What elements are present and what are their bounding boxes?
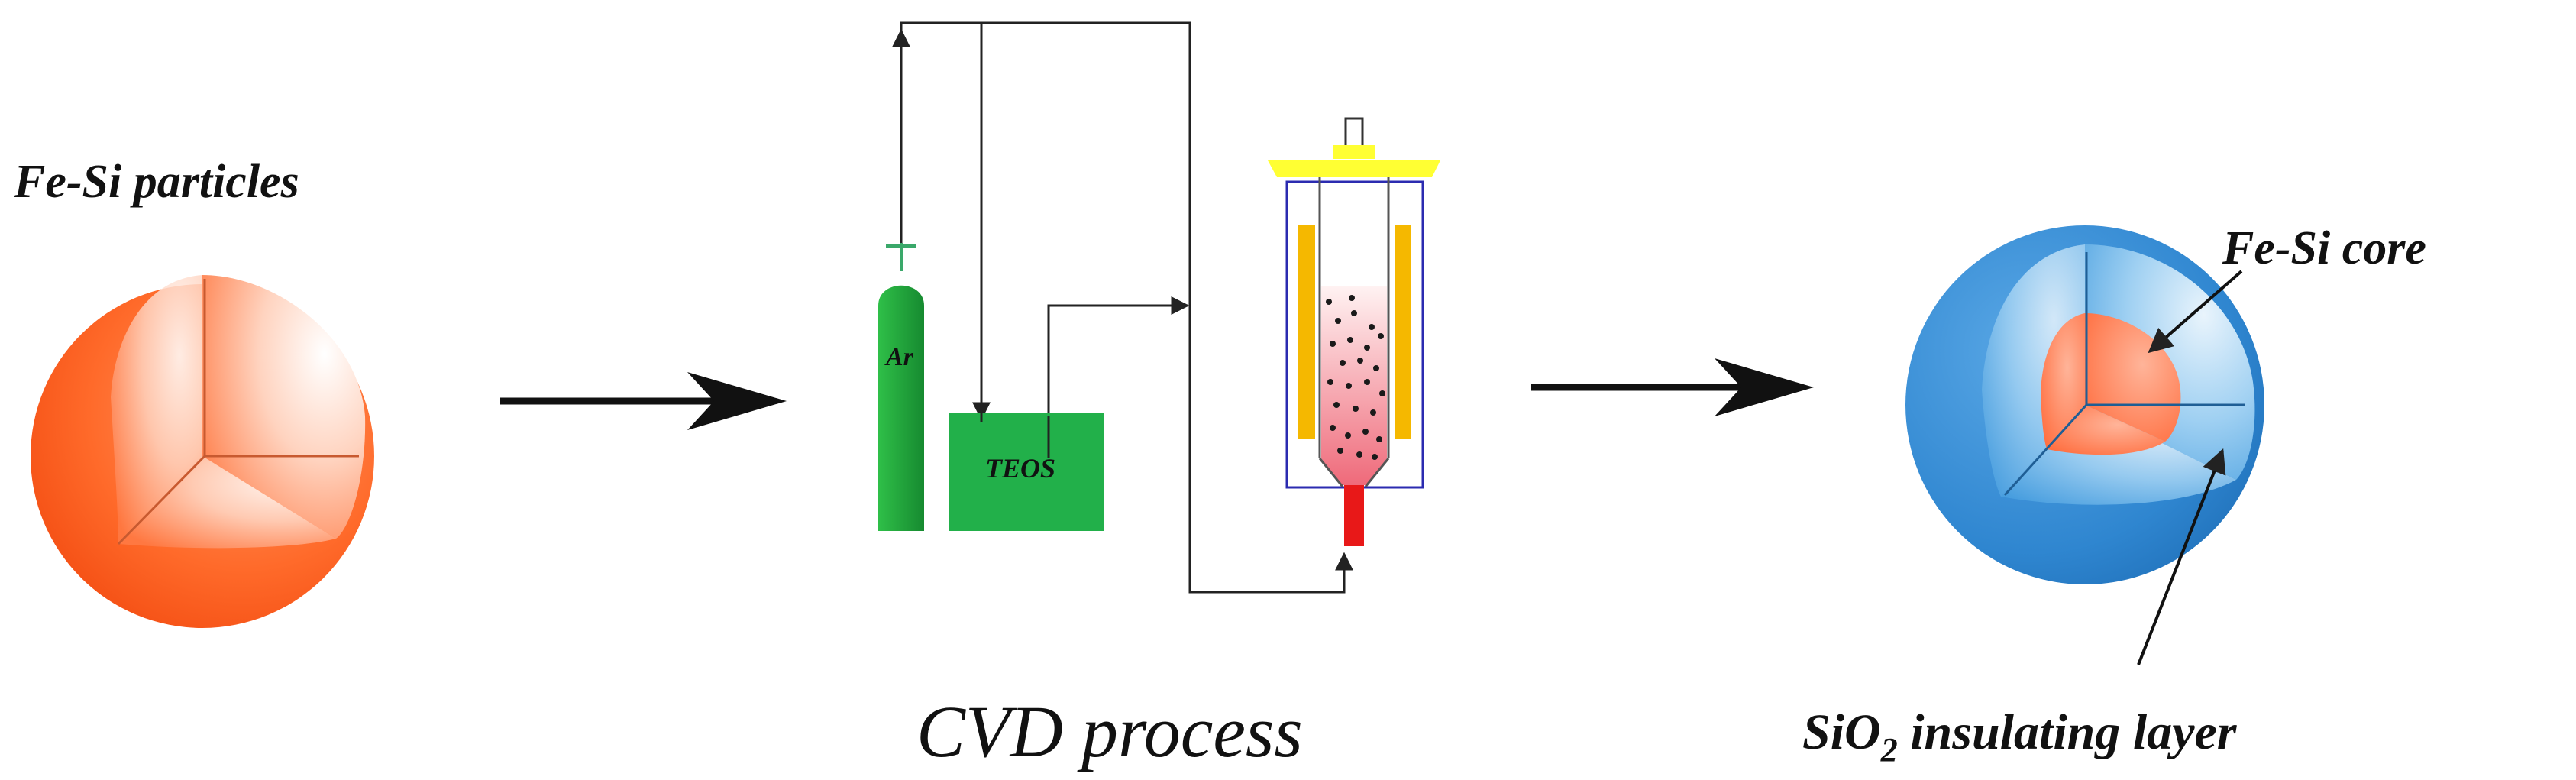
fesi-particles-label: Fe-Si particles xyxy=(13,156,299,208)
sio2-subscript: 2 xyxy=(1880,731,1898,769)
sio2-insulating-layer-label: SiO2 insulating layer xyxy=(1802,704,2238,769)
teos-label: TEOS xyxy=(985,453,1055,484)
process-arrow-1 xyxy=(500,372,787,430)
cvd-reactor xyxy=(1268,117,1440,546)
core-pointer-arrow xyxy=(2148,270,2243,354)
fesi-core-label: Fe-Si core xyxy=(2222,222,2426,274)
sio2-formula: SiO xyxy=(1802,704,1881,760)
core-shell-particle xyxy=(1905,225,2264,665)
shell-pointer-arrow xyxy=(2137,448,2226,665)
gas-line-top xyxy=(900,21,1191,306)
cvd-apparatus: Ar TEOS xyxy=(878,21,1440,594)
ar-label: Ar xyxy=(884,343,914,371)
sio2-layer-text: insulating layer xyxy=(1898,704,2238,760)
fesi-particle-sphere xyxy=(31,275,374,628)
gas-line-bottom-inlet xyxy=(1188,306,1353,594)
teos-tank xyxy=(949,413,1104,531)
process-arrow-2 xyxy=(1531,358,1814,416)
cvd-process-label: CVD process xyxy=(916,691,1303,772)
argon-gas-cylinder xyxy=(878,243,924,531)
gas-line-teos-to-reactor xyxy=(1047,296,1190,458)
reactor-powder-particles xyxy=(1326,295,1385,460)
